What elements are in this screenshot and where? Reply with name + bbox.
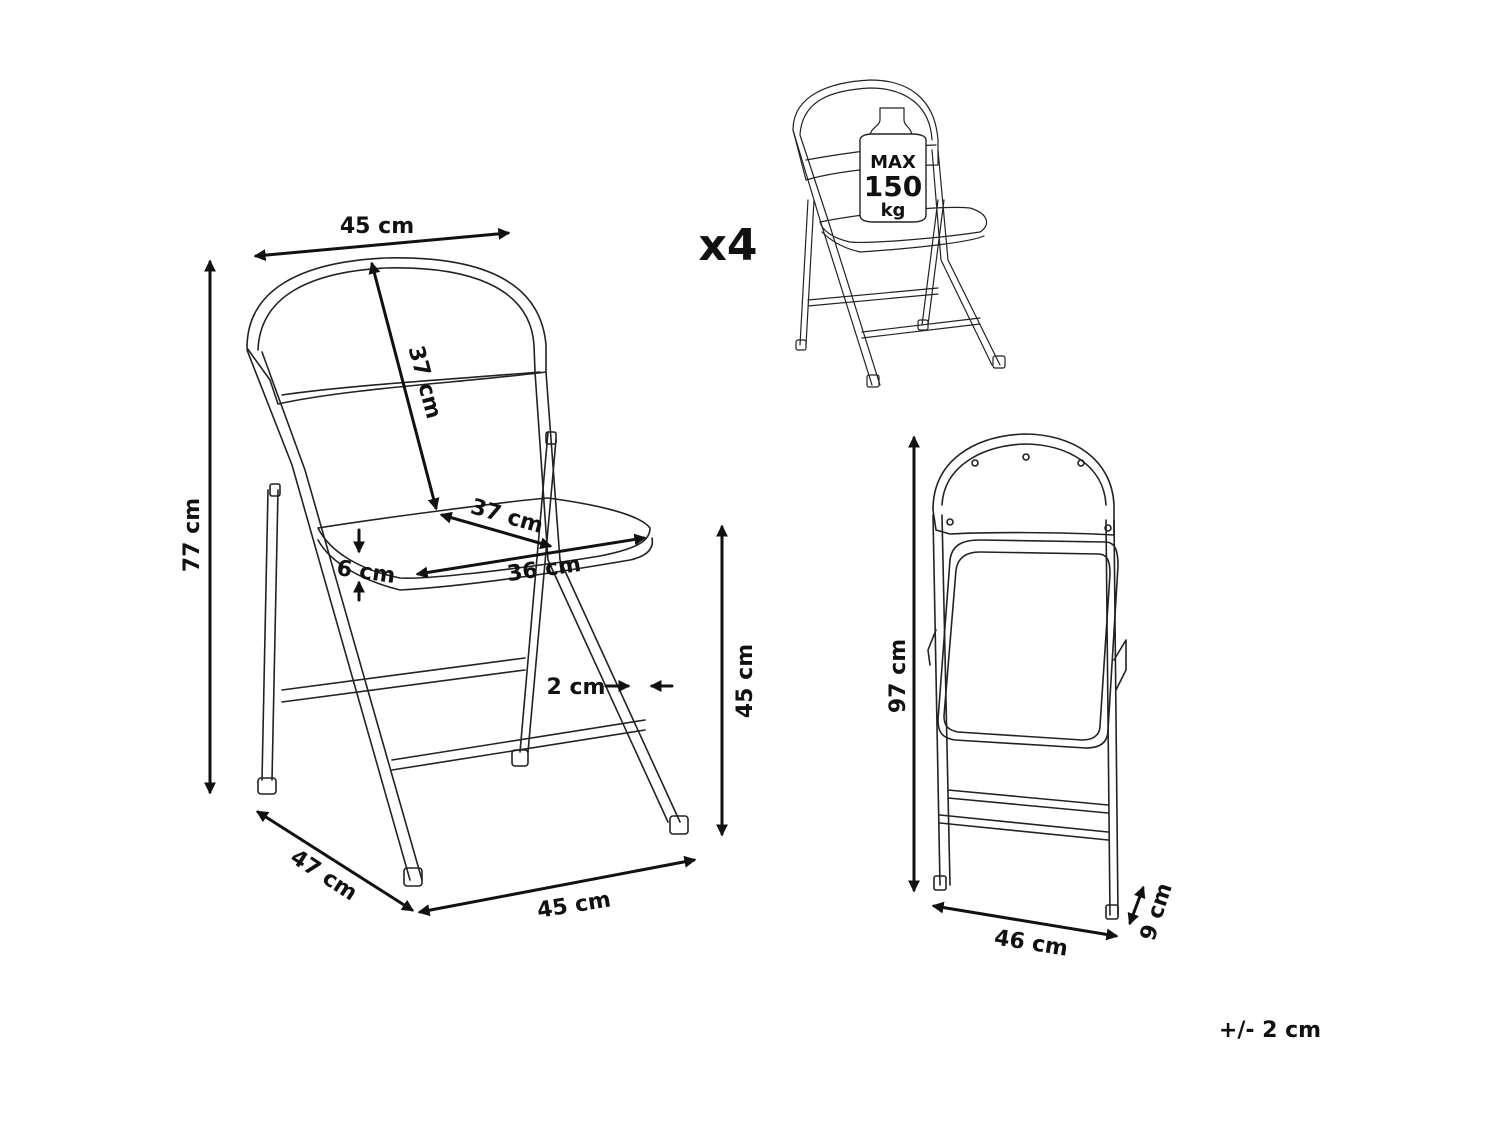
folded-chair-drawing	[927, 433, 1127, 920]
seat-thickness-label: 6 cm	[335, 556, 397, 589]
weight-icon	[859, 107, 927, 223]
quantity-label: x4	[699, 220, 758, 271]
leg-thickness-label: 2 cm	[547, 675, 606, 700]
total-height-label: 77 cm	[180, 498, 205, 572]
base-width-label: 45 cm	[535, 887, 612, 923]
weight-unit-label: kg	[881, 200, 906, 221]
weight-value-label: 150	[864, 170, 922, 203]
main-chair-dimension-lines	[204, 227, 728, 917]
load-chair-drawing	[792, 79, 1006, 388]
folded-chair-dimension-lines	[908, 435, 1146, 941]
weight-max-label: MAX	[870, 152, 916, 173]
seat-height-label: 45 cm	[733, 644, 758, 718]
folded-height-label: 97 cm	[886, 639, 911, 713]
back-width-label: 45 cm	[340, 214, 414, 239]
main-chair-drawing	[246, 257, 689, 887]
folded-width-label: 46 cm	[992, 925, 1069, 961]
tolerance-label: +/- 2 cm	[1219, 1018, 1321, 1043]
